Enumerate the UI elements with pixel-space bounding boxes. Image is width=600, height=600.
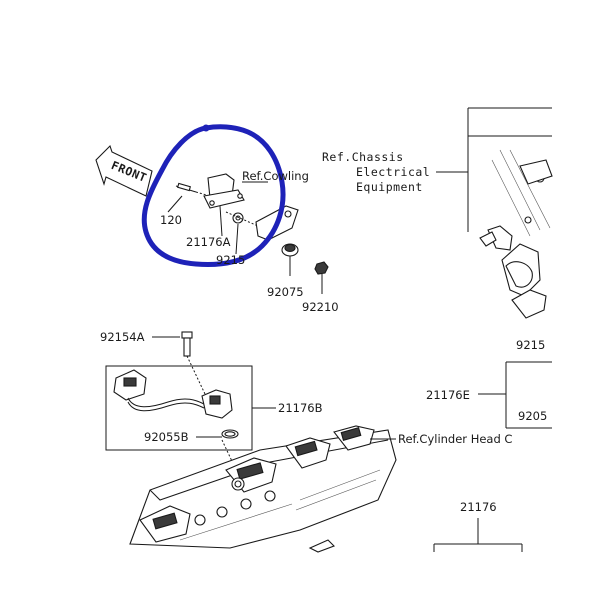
label-9205-right: 9205 <box>518 409 547 423</box>
label-21176: 21176 <box>460 500 497 514</box>
sensor-group-bottom: 92154A 21176B 92055B <box>100 330 323 475</box>
label-9215-top: 9215 <box>216 253 245 267</box>
cylinder-head-cover <box>129 425 397 553</box>
annotation-circle <box>141 124 286 267</box>
bottom-reference-box: 21176 <box>433 500 523 552</box>
label-120: 120 <box>160 213 182 227</box>
label-21176A: 21176A <box>186 235 231 249</box>
label-92075: 92075 <box>267 285 304 299</box>
chassis-bracket <box>467 107 553 319</box>
right-reference-box: 9215 21176E 9205 <box>426 338 552 429</box>
label-ref-chassis-2: Electrical <box>356 165 430 179</box>
label-ref-cylinder-head: Ref.Cylinder Head C <box>398 432 512 446</box>
sensor-group-top <box>167 173 329 294</box>
front-arrow: FRONT <box>95 144 153 197</box>
label-9215-right: 9215 <box>516 338 545 352</box>
label-21176B: 21176B <box>278 401 323 415</box>
label-21176E: 21176E <box>426 388 470 402</box>
label-ref-chassis-3: Equipment <box>356 180 423 194</box>
label-ref-chassis-1: Ref.Chassis <box>322 150 404 164</box>
label-92154A: 92154A <box>100 330 145 344</box>
label-ref-cowling: Ref.Cowling <box>242 169 309 183</box>
label-92210: 92210 <box>302 300 339 314</box>
label-92055B: 92055B <box>144 430 189 444</box>
